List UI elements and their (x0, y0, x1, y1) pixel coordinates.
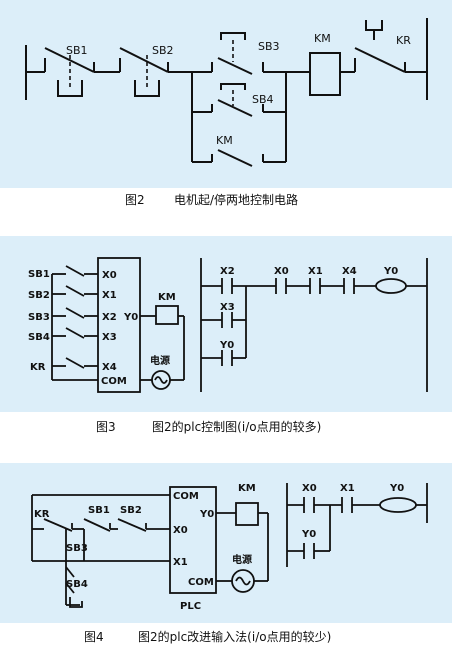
fig3-terminal-com: COM (101, 376, 127, 387)
figure-3-circuit: SB1 SB2 SB3 SB4 KR X0 X1 X2 X3 X4 COM Y0… (28, 257, 428, 393)
fig2-km-contact-label: KM (216, 134, 233, 147)
fig4-ladder-y0: Y0 (301, 529, 316, 540)
fig3-caption-text: 图2的plc控制图(i/o点用的较多) (152, 420, 322, 434)
fig3-ladder-x0: X0 (274, 266, 289, 277)
fig3-ladder-x4: X4 (342, 266, 357, 277)
fig3-input-sb3: SB3 (28, 312, 50, 323)
fig2-kr-label: KR (396, 34, 411, 47)
fig4-terminal-x0: X0 (173, 525, 188, 536)
fig3-ladder-coil-y0: Y0 (383, 266, 398, 277)
fig3-ladder-y0: Y0 (219, 340, 234, 351)
fig4-ladder-coil-y0: Y0 (389, 483, 404, 494)
fig2-caption-number: 图2 (125, 193, 145, 207)
fig2-sb3-label: SB3 (258, 40, 280, 53)
fig4-sb1-label: SB1 (88, 505, 110, 516)
fig4-caption-number: 图4 (84, 630, 104, 644)
fig4-kr-label: KR (34, 509, 50, 520)
fig3-input-kr: KR (30, 362, 46, 373)
fig4-sb2-label: SB2 (120, 505, 142, 516)
fig2-km-coil-label: KM (314, 32, 331, 45)
fig3-terminal-x3: X3 (102, 332, 117, 343)
fig4-sb4-label: SB4 (66, 579, 88, 590)
fig4-caption-text: 图2的plc改进输入法(i/o点用的较少) (138, 630, 332, 644)
fig4-plc-label: PLC (180, 601, 201, 612)
fig4-terminal-y0: Y0 (199, 509, 214, 520)
fig3-terminal-x4: X4 (102, 362, 117, 373)
fig3-ladder-x3: X3 (220, 302, 235, 313)
fig4-ladder-x1: X1 (340, 483, 355, 494)
figure-4-panel (0, 463, 452, 623)
figure-2-panel (0, 0, 452, 188)
fig4-km-label: KM (238, 483, 256, 494)
fig3-output-y0: Y0 (123, 312, 138, 323)
fig4-terminal-com-bottom: COM (188, 577, 214, 588)
fig3-terminal-x2: X2 (102, 312, 117, 323)
fig4-terminal-com-top: COM (173, 491, 199, 502)
fig3-terminal-x0: X0 (102, 270, 117, 281)
fig3-power-label: 电源 (150, 354, 170, 367)
fig3-input-sb1: SB1 (28, 269, 50, 280)
fig2-caption-text: 电机起/停两地控制电路 (174, 193, 299, 207)
figure-2-circuit: SB1 SB2 SB3 SB4 KM KR KM (25, 18, 428, 167)
fig4-power-label: 电源 (232, 553, 252, 566)
fig3-ladder-x1: X1 (308, 266, 323, 277)
fig4-ladder-x0: X0 (302, 483, 317, 494)
fig2-sb1-label: SB1 (66, 44, 88, 57)
fig2-sb2-label: SB2 (152, 44, 174, 57)
fig3-ladder-x2: X2 (220, 266, 235, 277)
fig2-sb4-label: SB4 (252, 93, 274, 106)
fig4-terminal-x1: X1 (173, 557, 188, 568)
fig3-km-label: KM (158, 292, 176, 303)
fig3-terminal-x1: X1 (102, 290, 117, 301)
fig3-input-sb4: SB4 (28, 332, 50, 343)
fig4-sb3-label: SB3 (66, 543, 88, 554)
fig3-input-sb2: SB2 (28, 290, 50, 301)
figure-4-circuit: KR SB1 SB2 SB3 SB4 COM X0 X1 Y0 COM KM 电… (31, 483, 428, 612)
figure-3-panel (0, 236, 452, 412)
fig3-caption-number: 图3 (96, 420, 116, 434)
